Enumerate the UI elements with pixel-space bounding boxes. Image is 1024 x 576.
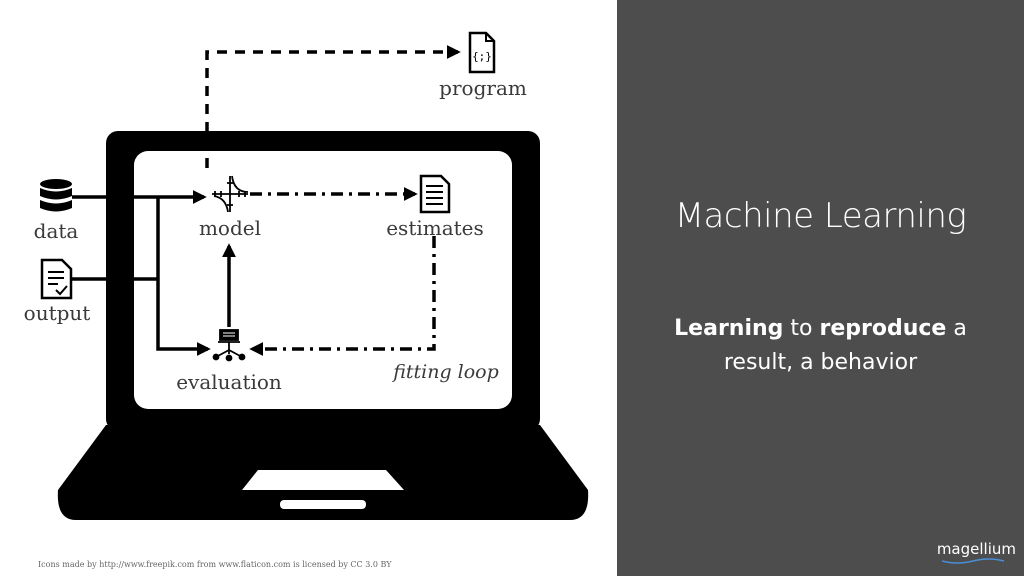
- brand-name: magellium: [936, 540, 1016, 558]
- function-plot-icon: [212, 175, 249, 213]
- model-label: model: [199, 216, 261, 240]
- evaluation-label: evaluation: [176, 370, 282, 394]
- svg-text:{;}: {;}: [472, 50, 492, 63]
- panel-description: Learning to reproduce a result, a behavi…: [637, 312, 1004, 380]
- bold-learning: Learning: [674, 316, 784, 341]
- fitting-loop-label: fitting loop: [391, 361, 499, 383]
- ml-diagram: {;} program data output model estimates: [24, 31, 589, 520]
- wave-icon: [942, 558, 1004, 564]
- document-check-icon: [40, 258, 73, 300]
- touchpad: [280, 500, 366, 509]
- info-panel: Machine Learning Learning to reproduce a…: [617, 0, 1024, 576]
- estimates-label: estimates: [386, 216, 484, 240]
- program-label: program: [439, 76, 527, 100]
- output-label: output: [24, 301, 91, 325]
- laptop-icon: [57, 131, 589, 520]
- estimates-to-evaluation-line: [249, 236, 436, 356]
- text-line-2: result, a behavior: [723, 350, 918, 375]
- document-lines-icon: [419, 174, 451, 214]
- panel-title: Machine Learning: [674, 196, 967, 236]
- text-a: a: [946, 316, 967, 341]
- junction-vertical-line: [156, 197, 211, 356]
- flow-lines: [72, 45, 461, 356]
- document-code-icon: {;}: [468, 31, 496, 74]
- evaluation-icon: [212, 329, 246, 362]
- database-icon: [40, 179, 72, 212]
- keyboard-area: [242, 470, 404, 490]
- icon-credit: Icons made by http://www.freepik.com fro…: [38, 560, 392, 569]
- text-to: to: [783, 316, 820, 341]
- brand-logo: magellium: [936, 526, 1016, 566]
- model-to-program-line: [205, 45, 461, 168]
- data-label: data: [34, 219, 79, 243]
- bold-reproduce: reproduce: [819, 316, 947, 341]
